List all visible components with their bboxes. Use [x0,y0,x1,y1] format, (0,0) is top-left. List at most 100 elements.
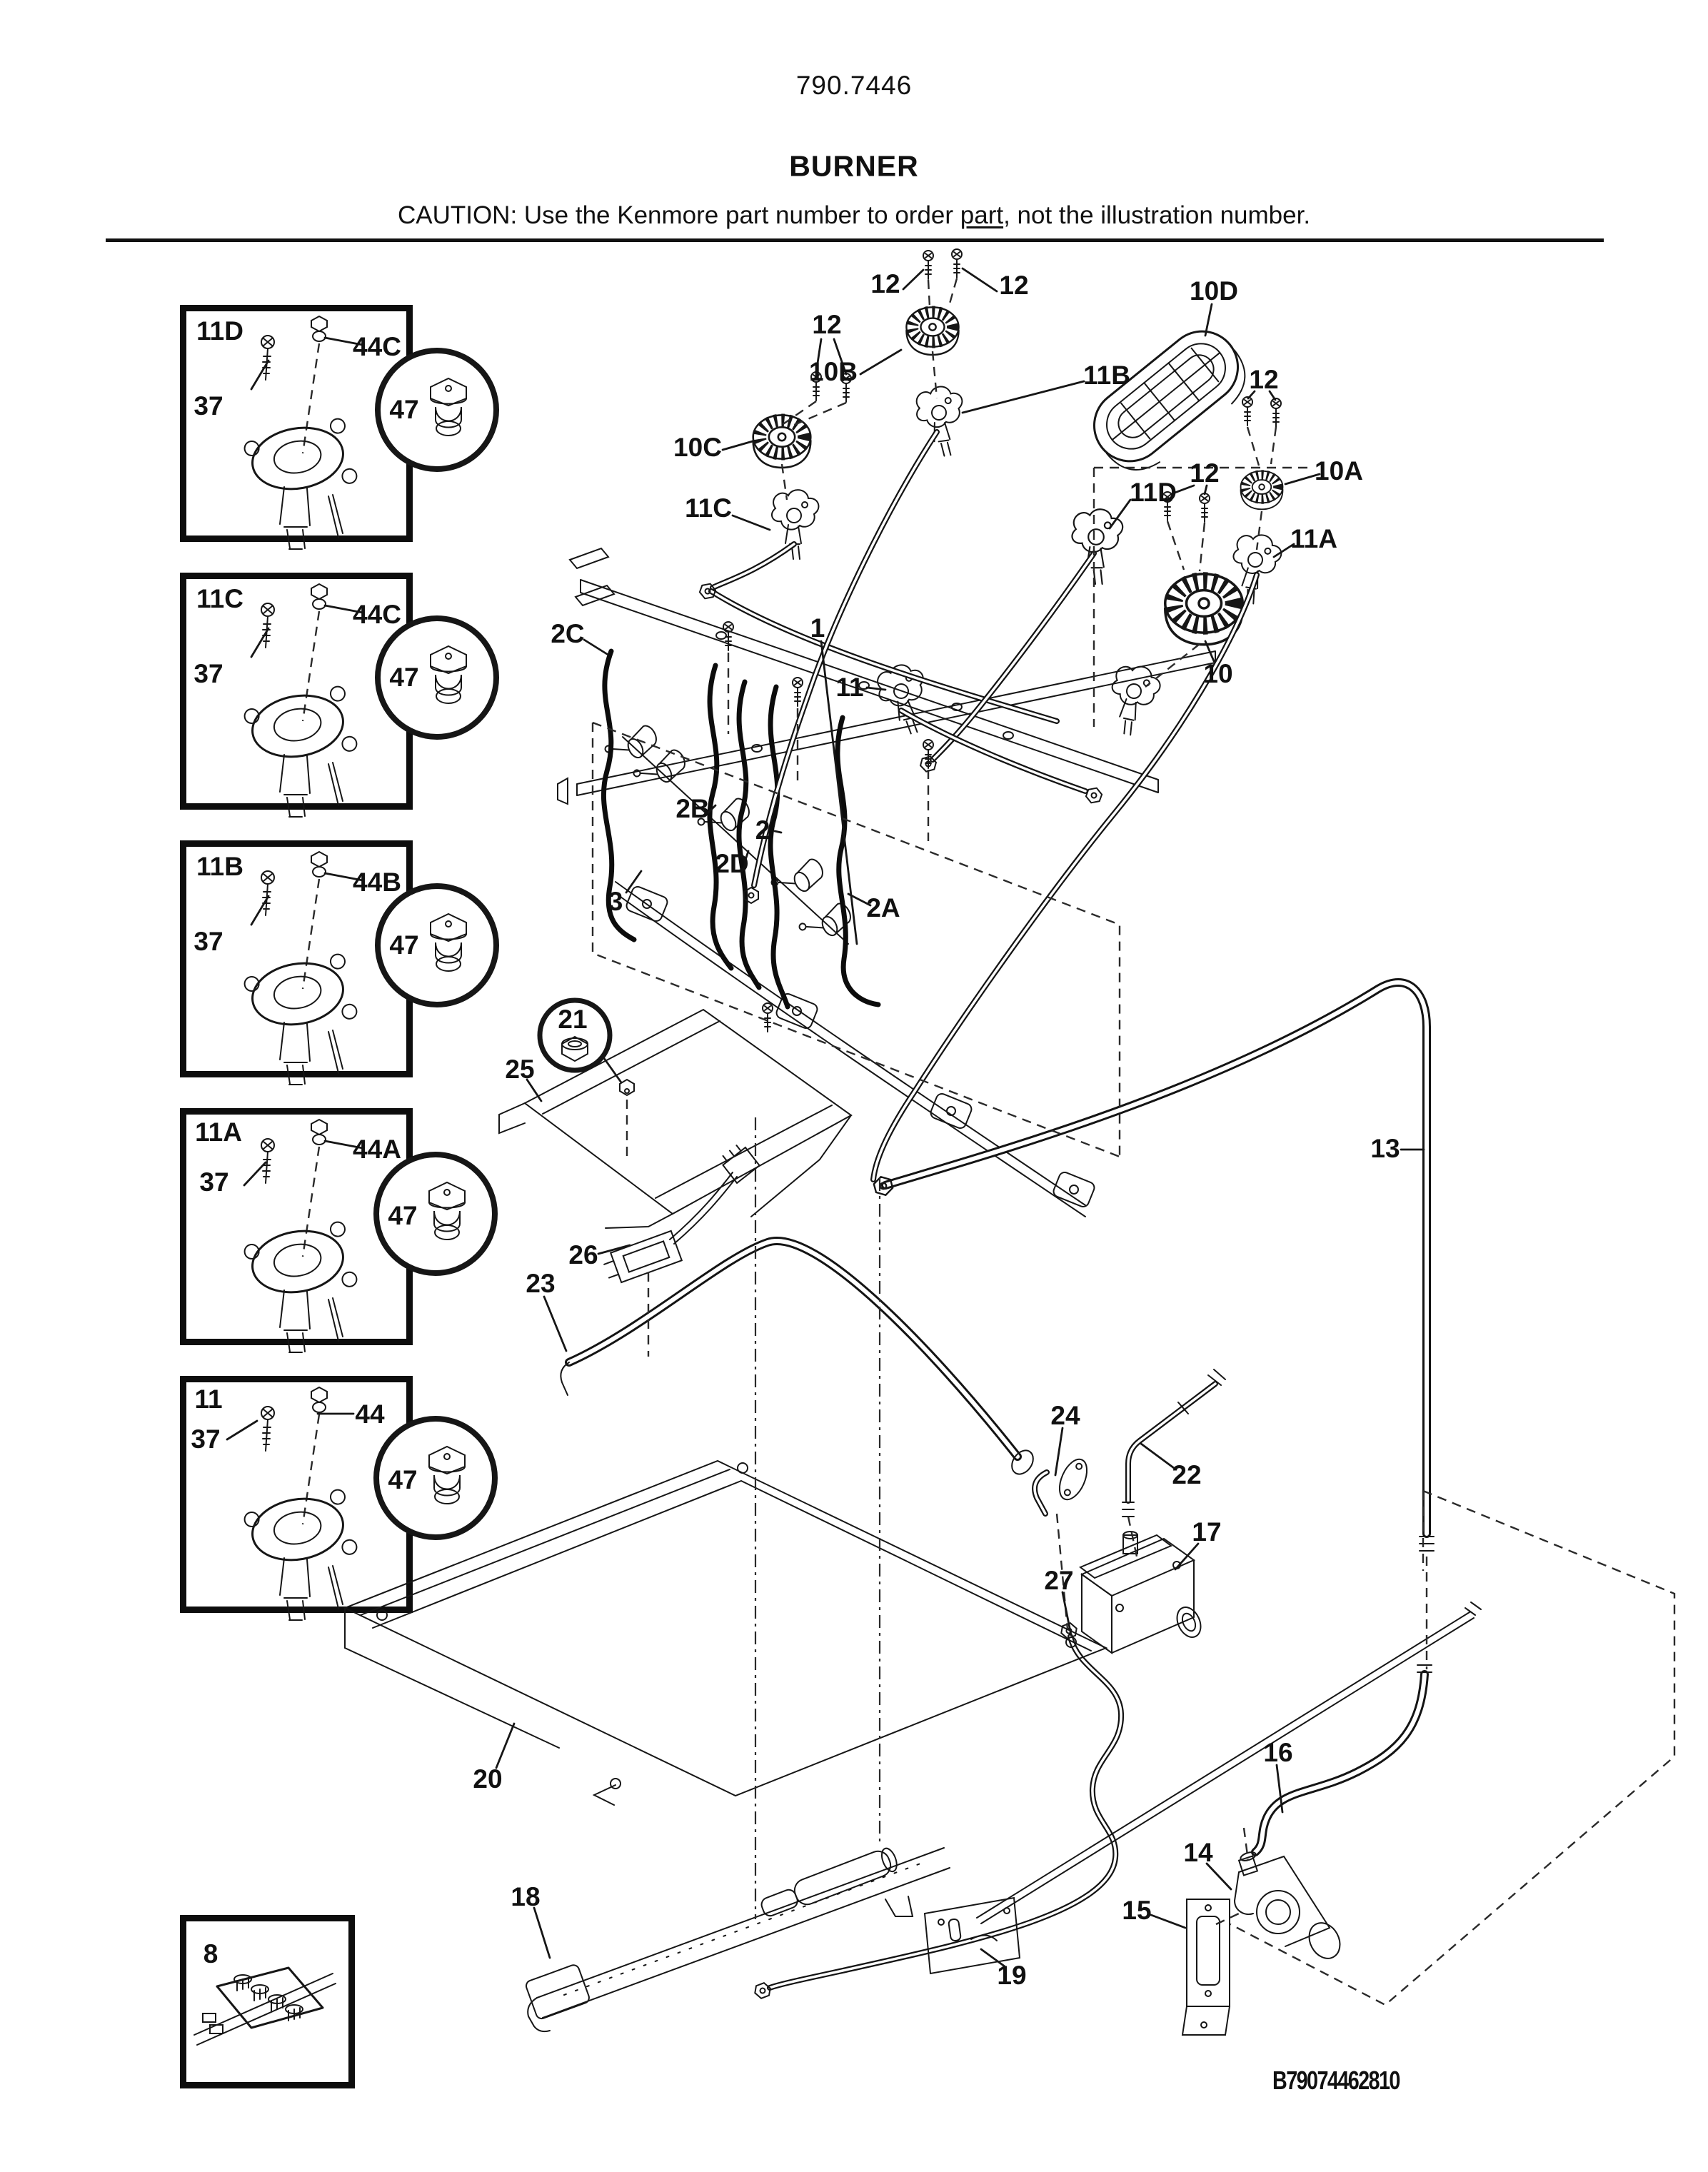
callout-1: 1 [810,613,825,643]
gas-tube-22 [1122,1369,1226,1517]
orifice-holder-11A [1225,530,1285,608]
main-burner-shield-20 [343,1459,1108,1806]
inset-11B-screw: 37 [194,927,223,956]
callout-10: 10 [1203,659,1233,688]
inset-11D-label: 11D [196,316,243,346]
callout-25: 25 [505,1055,535,1084]
inset-11B-orifice: 44B [353,868,401,897]
callout-10C: 10C [673,433,722,462]
callout-12-b: 12 [999,271,1029,300]
gas-tube-23 [560,1237,1034,1475]
assembly-guide-lines [591,278,1676,2006]
callout-12-d: 12 [1249,365,1279,394]
mounting-bracket-15 [1181,1899,1230,2036]
callout-19: 19 [997,1961,1027,1990]
inset-11-label: 11 [194,1384,223,1414]
oval-burner-10D [1092,330,1246,471]
callout-22: 22 [1172,1460,1202,1489]
callout-11C: 11C [685,493,732,523]
burner-shield-25 [498,1008,853,1229]
inset-11A-label: 11A [195,1117,242,1147]
inset-art-11 [226,1386,498,1622]
caution-underlined-word: part [960,201,1004,229]
inset-11C-label: 11C [196,584,243,613]
inset-11C-screw: 37 [194,659,223,688]
inset-11-orifice: 44 [355,1399,385,1429]
callout-11: 11 [835,673,864,702]
callout-12-e: 12 [1190,458,1220,488]
header-divider [106,238,1604,242]
caution-prefix: CAUTION: Use the Kenmore part number to … [397,201,960,229]
callout-2A: 2A [866,893,900,922]
callout-11B: 11B [1083,361,1130,390]
callout-leaders [495,267,1425,1968]
burner-head-10B [906,307,958,355]
igniter-bracket-19 [923,1602,1482,1975]
inset-art-11B [241,850,499,1086]
oven-igniter-18 [525,1847,950,2033]
callout-14: 14 [1183,1838,1213,1867]
inset-11C-detail: 47 [389,663,419,692]
inset-11D-screw: 37 [194,391,223,421]
callout-10A: 10A [1315,456,1363,486]
model-number: 790.7446 [795,71,913,100]
callout-2D: 2D [715,849,749,878]
inset-11-detail: 47 [388,1465,418,1494]
callout-24: 24 [1050,1401,1080,1430]
nut-21-on-shield [619,1078,635,1097]
burner-head-10A [1241,471,1283,510]
inset-box-11B [180,840,413,1077]
callout-20: 20 [473,1764,503,1794]
caution-suffix: , not the illustration number. [1003,201,1311,229]
support-rail-3 [615,881,1095,1217]
igniter-switch-harness-26 [603,1145,761,1284]
inset-11C-orifice: 44C [353,600,401,629]
inset-8-label: 8 [203,1939,218,1969]
burner-head-10C [753,415,811,467]
inset-box-8 [180,1915,355,2088]
callout-13: 13 [1370,1134,1400,1163]
inset-art-11C [241,583,499,818]
gas-tube-13 [871,978,1435,1552]
burner-tubes [697,429,1260,1182]
inset-box-11A [180,1108,413,1345]
inset-11A-detail: 47 [388,1201,418,1230]
elbow-fitting-24 [1032,1458,1088,1517]
inset-11-screw: 37 [191,1424,221,1454]
callout-21: 21 [558,1005,588,1034]
gas-tube-16 [1251,1664,1432,1856]
callout-12-a: 12 [870,269,900,298]
callout-2B: 2B [675,794,710,823]
inset-11D-orifice: 44C [353,332,401,361]
inset-11B-detail: 47 [389,930,419,960]
inset-11D-detail: 47 [389,395,419,424]
inset-11A-screw: 37 [199,1167,229,1197]
inset-art-8 [193,1966,337,2046]
nut-detail-21 [537,997,623,1084]
shutoff-valve-14 [1234,1851,1341,1959]
callout-18: 18 [511,1882,541,1911]
callout-17: 17 [1192,1517,1222,1547]
orifice-holder-11C [770,489,820,560]
callout-10B: 10B [809,357,858,386]
manifold-pipe [557,650,1216,805]
pressure-regulator-17 [1079,1531,1202,1654]
valve-rail [603,722,857,949]
drawing-code: B79074462810 [1272,2066,1400,2095]
callout-11D: 11D [1130,478,1177,507]
inset-box-11 [180,1376,413,1613]
callout-27: 27 [1044,1566,1074,1595]
callout-16: 16 [1263,1738,1293,1767]
gas-tube-27 [753,1621,1125,2001]
callout-11A: 11A [1290,524,1337,553]
inset-art-11D [241,315,499,550]
inset-11A-orifice: 44A [353,1135,401,1164]
caution-note: CAUTION: Use the Kenmore part number to … [398,201,1310,230]
callout-3: 3 [608,887,623,916]
callout-12-c: 12 [812,310,842,339]
inset-11B-label: 11B [196,852,243,881]
orifice-holder-11B [913,383,970,460]
callout-23: 23 [526,1269,556,1298]
